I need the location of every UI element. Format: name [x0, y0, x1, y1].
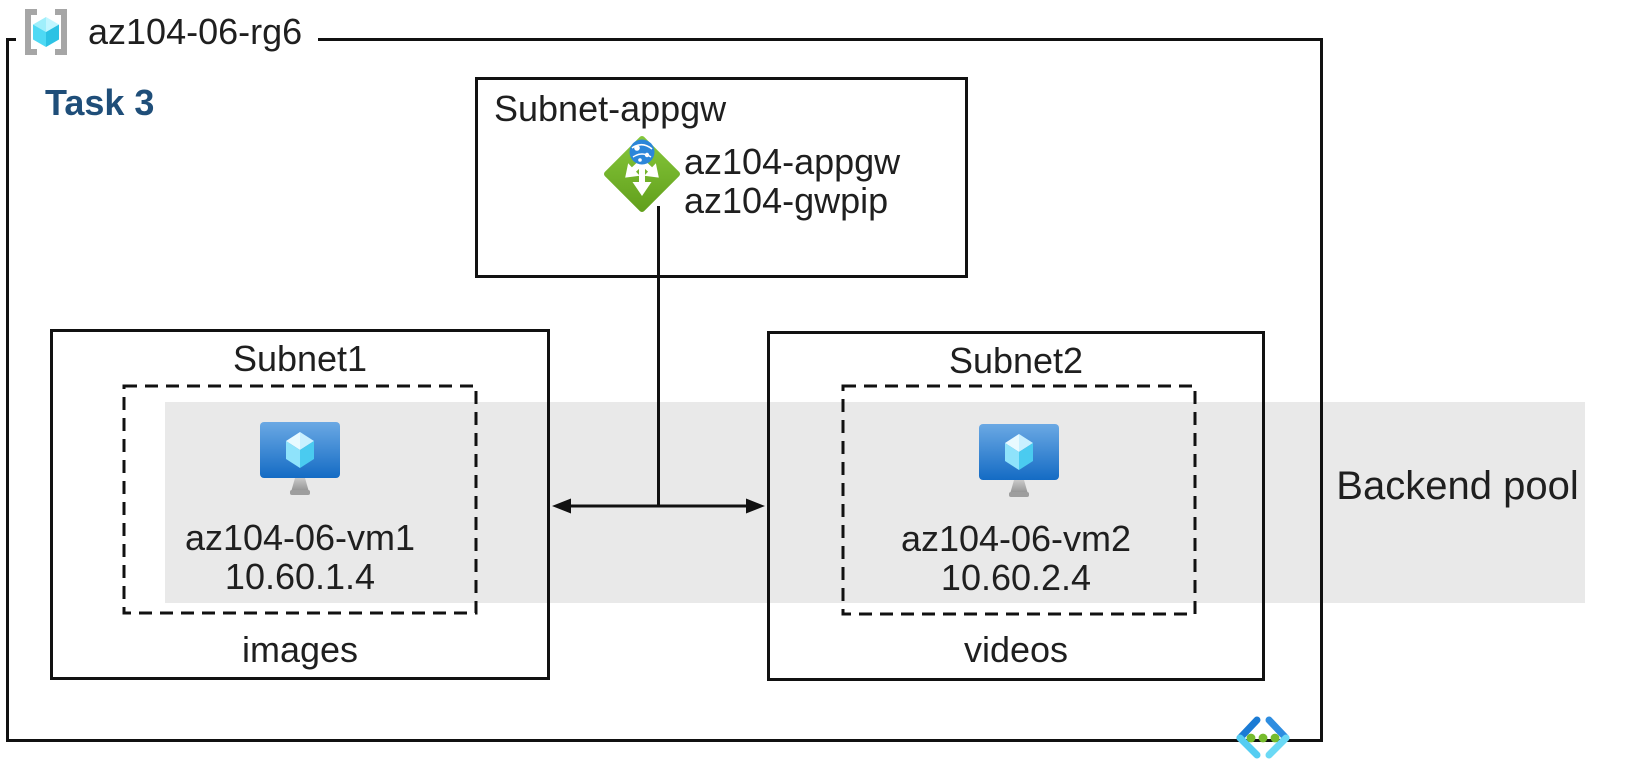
backend-pool-label: Backend pool	[1336, 464, 1579, 508]
resource-group-name: az104-06-rg6	[88, 11, 303, 52]
vm2-name: az104-06-vm2	[900, 518, 1132, 559]
virtual-network-icon	[1236, 716, 1290, 759]
application-gateway-icon	[604, 136, 680, 212]
appgw-name: az104-appgw	[684, 141, 901, 182]
subnet1-box: Subnet1 az104-06-vm1 10.60.1.4 images	[50, 329, 550, 680]
vm1-name: az104-06-vm1	[184, 517, 416, 558]
vm1-ip: 10.60.1.4	[224, 556, 376, 597]
subnet2-storage-label: videos	[963, 629, 1069, 670]
virtual-machine-icon	[979, 424, 1059, 497]
vm2-ip: 10.60.2.4	[940, 557, 1092, 598]
virtual-machine-icon	[260, 422, 340, 495]
appgw-subnet-title: Subnet-appgw	[494, 88, 727, 129]
resource-group-box	[6, 38, 1323, 742]
task-label: Task 3	[45, 82, 155, 123]
resource-group-header: az104-06-rg6	[16, 4, 319, 60]
globe-icon	[629, 139, 655, 165]
resource-group-icon	[25, 9, 67, 55]
appgw-subnet-box: Subnet-appgw	[475, 77, 968, 278]
subnet2-title: Subnet2	[948, 340, 1084, 381]
subnet2-box: Subnet2 az104-06-vm2 10.60.2.4 videos	[767, 331, 1265, 681]
subnet1-storage-label: images	[241, 629, 359, 670]
subnet1-title: Subnet1	[232, 338, 368, 379]
appgw-public-ip-name: az104-gwpip	[684, 180, 889, 221]
